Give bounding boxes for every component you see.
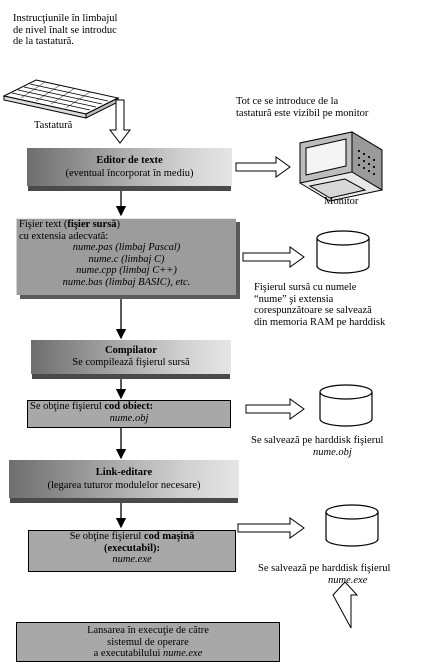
compiler-box: Compilator Se compilează fişierul sursă bbox=[31, 340, 231, 374]
source-file-item: nume.pas (limbaj Pascal) bbox=[72, 242, 181, 253]
exe-file-text: Se obţine fişierul bbox=[69, 531, 144, 542]
keyboard-note-line: de la tastatură. bbox=[13, 36, 74, 47]
source-save-note-line: corespunzătoare se salvează bbox=[254, 305, 372, 316]
object-file-bold: cod obiect: bbox=[104, 401, 154, 412]
object-save-note-line: Se salvează pe harddisk fişierul bbox=[251, 435, 384, 446]
object-save-note-filename: nume.obj bbox=[313, 446, 352, 458]
compiler-subtitle: Se compilează fişierul sursă bbox=[72, 356, 190, 368]
keyboard-note-line: de nivel înalt se introduc bbox=[13, 24, 117, 36]
editor-title: Editor de texte bbox=[96, 155, 163, 166]
exe-file-line1: Se obţine fişierul cod maşină bbox=[29, 531, 235, 543]
arrow-exe-to-disk bbox=[237, 517, 305, 539]
keyboard-note-line: Instrucţiunile în limbajul bbox=[13, 13, 118, 24]
monitor-label: Monitor bbox=[324, 196, 359, 207]
source-file-text: ) bbox=[116, 219, 121, 230]
editor-subtitle: (eventual încorporat în mediu) bbox=[65, 167, 194, 179]
monitor-icon bbox=[299, 131, 383, 202]
source-file-box: Fişier text (fişier sursă) cu extensia a… bbox=[16, 218, 236, 295]
source-file-item: nume.cpp (limbaj C++) bbox=[76, 265, 177, 276]
arrow-keyboard-to-editor bbox=[108, 99, 132, 144]
object-file-box: Se obţine fişierul cod obiect: nume.obj bbox=[27, 400, 231, 428]
exe-file-line2: (executabil): bbox=[104, 542, 160, 554]
monitor-note-line: tastatură este vizibil pe monitor bbox=[236, 107, 369, 119]
object-file-name: nume.obj bbox=[109, 412, 149, 424]
object-file-text: Se obţine fişierul bbox=[30, 401, 105, 412]
exe-save-note-filename: nume.exe bbox=[328, 574, 368, 586]
source-file-text: Fişier text ( bbox=[19, 219, 68, 230]
object-save-note: Se salvează pe harddisk fişierul nume.ob… bbox=[251, 435, 431, 458]
source-file-line2: cu extensia adecvată: bbox=[19, 230, 109, 242]
arrow-object-to-disk bbox=[245, 398, 305, 420]
exe-save-note: Se salvează pe harddisk fişierul nume.ex… bbox=[258, 563, 433, 586]
linker-box: Link-editare (legarea tuturor modulelor … bbox=[9, 460, 239, 498]
keyboard-label: Tastatură bbox=[34, 120, 73, 131]
linker-title: Link-editare bbox=[95, 467, 153, 478]
source-file-item: nume.bas (limbaj BASIC), etc. bbox=[62, 276, 191, 288]
keyboard-note: Instrucţiunile în limbajul de nivel înal… bbox=[13, 13, 117, 48]
arrow-source-to-disk bbox=[242, 246, 305, 268]
arrow-disk-to-execute bbox=[332, 581, 359, 629]
harddisk-icon-source bbox=[316, 230, 370, 274]
exe-file-box: Se obţine fişierul cod maşină (executabi… bbox=[28, 530, 236, 572]
source-save-note-line: “nume” şi extensia bbox=[254, 293, 334, 305]
linker-subtitle: (legarea tuturor modulelor necesare) bbox=[47, 479, 201, 491]
exe-save-note-line: Se salvează pe harddisk fişierul bbox=[258, 563, 391, 574]
execute-text: a executabilului bbox=[93, 648, 164, 659]
monitor-note: Tot ce se introduce de la tastatură este… bbox=[236, 96, 368, 119]
keyboard-icon bbox=[2, 79, 120, 119]
object-file-line1: Se obţine fişierul cod obiect: bbox=[28, 401, 230, 413]
source-file-bold: fişier sursă bbox=[67, 219, 117, 230]
execute-filename: nume.exe bbox=[163, 648, 203, 659]
arrow-editor-to-monitor bbox=[235, 156, 291, 178]
execute-line3: a executabilului nume.exe bbox=[17, 648, 279, 660]
source-save-note-line: Fişierul sursă cu numele bbox=[254, 282, 357, 293]
execute-line1: Lansarea în execuţie de către bbox=[87, 625, 209, 636]
source-save-note: Fişierul sursă cu numele “nume” şi exten… bbox=[250, 282, 385, 328]
source-save-note-line: din memoria RAM pe harddisk bbox=[254, 316, 386, 328]
compiler-title: Compilator bbox=[105, 345, 157, 356]
execute-line2: sistemul de operare bbox=[107, 636, 189, 648]
monitor-note-line: Tot ce se introduce de la bbox=[236, 96, 339, 107]
source-file-item: nume.c (limbaj C) bbox=[88, 253, 165, 265]
harddisk-icon-object bbox=[319, 384, 373, 427]
exe-file-bold: cod maşină bbox=[143, 531, 195, 542]
source-file-line1: Fişier text (fişier sursă) bbox=[17, 219, 236, 231]
editor-box: Editor de texte (eventual încorporat în … bbox=[27, 148, 232, 186]
execute-box: Lansarea în execuţie de către sistemul d… bbox=[16, 622, 280, 662]
exe-file-name: nume.exe bbox=[112, 554, 152, 565]
harddisk-icon-exe bbox=[325, 504, 379, 547]
